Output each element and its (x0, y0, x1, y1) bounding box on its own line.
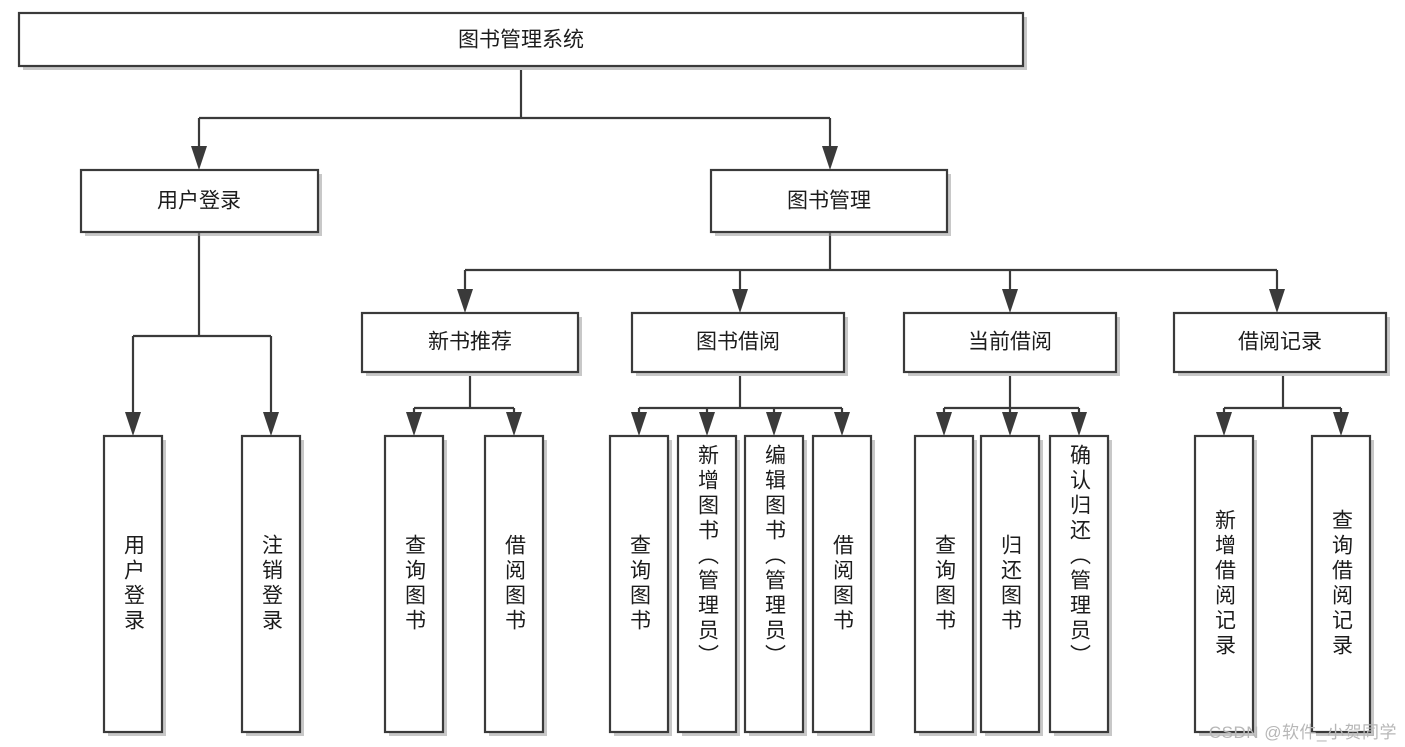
borrow-record-label: 借阅记录 (1238, 331, 1322, 354)
arrow-head-current-borrow (1002, 289, 1018, 313)
arrow-head-leaf-borrow-add-book (699, 412, 715, 436)
leaf-borrow-query-book-label: 查询图书 (627, 534, 651, 634)
arrow-head-leaf-rec-borrow-book (506, 412, 522, 436)
leaf-user-login-box[interactable] (102, 434, 164, 734)
book-manage-label: 图书管理 (787, 190, 871, 213)
user-login-box (79, 168, 320, 234)
book-manage-box (709, 168, 949, 234)
arrow-head-leaf-user-login (125, 412, 141, 436)
arrow-head-book-borrow (732, 289, 748, 313)
arrow-head-leaf-cur-confirm-return (1071, 412, 1087, 436)
leaf-borrow-query-book-box[interactable] (608, 434, 670, 734)
leaf-borrow-edit-book-box[interactable] (743, 434, 805, 734)
arrow-head-leaf-borrow-query-book (631, 412, 647, 436)
node-user-login[interactable]: 用户登录 (79, 168, 322, 236)
node-book-manage[interactable]: 图书管理 (709, 168, 951, 236)
current-borrow-box (902, 311, 1118, 374)
arrow-head-leaf-rec-add-record (1216, 412, 1232, 436)
arrow-head-borrow-record (1269, 289, 1285, 313)
leaf-borrow-edit-book-label: 编辑图书（管理员） (762, 444, 786, 669)
arrow-head-book-manage (822, 146, 838, 170)
leaf-boxes (102, 434, 1374, 736)
node-root[interactable]: 图书管理系统 (17, 11, 1027, 70)
arrow-head-leaf-rec-query-record (1333, 412, 1349, 436)
leaf-user-logout-box[interactable] (240, 434, 302, 734)
leaf-borrow-borrow-book-box[interactable] (811, 434, 873, 734)
leaf-cur-return-book-label: 归还图书 (998, 534, 1022, 634)
book-borrow-label: 图书借阅 (696, 331, 780, 354)
node-borrow-record[interactable]: 借阅记录 (1172, 311, 1390, 376)
leaf-borrow-add-book-box[interactable] (676, 434, 738, 734)
arrow-head-leaf-rec-query-book (406, 412, 422, 436)
leaf-rec-add-record-box[interactable] (1193, 434, 1255, 734)
connectors (125, 70, 1349, 436)
leaf-rec-add-record-label: 新增借阅记录 (1212, 509, 1236, 659)
leaf-borrow-borrow-book-label: 借阅图书 (830, 534, 854, 634)
arrow-head-user-login (191, 146, 207, 170)
current-borrow-label: 当前借阅 (968, 331, 1052, 354)
arrow-head-leaf-user-logout (263, 412, 279, 436)
leaf-rec-query-record-box[interactable] (1310, 434, 1372, 734)
arrow-head-leaf-cur-query-book (936, 412, 952, 436)
csdn-watermark: CSDN @软件_小贺同学 (1208, 723, 1397, 742)
leaf-user-logout-label: 注销登录 (259, 534, 283, 634)
leaf-cur-confirm-return-label: 确认归还（管理员） (1067, 444, 1091, 669)
leaf-cur-query-book-label: 查询图书 (932, 534, 956, 634)
leaf-cur-query-book-box[interactable] (913, 434, 975, 734)
leaf-cur-confirm-return-box[interactable] (1048, 434, 1110, 734)
node-new-book-rec[interactable]: 新书推荐 (360, 311, 582, 376)
arrow-head-leaf-borrow-edit-book (766, 412, 782, 436)
leaf-rec-query-book-label: 查询图书 (402, 534, 426, 634)
leaf-rec-query-book-box[interactable] (383, 434, 445, 734)
new-book-rec-label: 新书推荐 (428, 331, 512, 354)
arrow-head-leaf-cur-return-book (1002, 412, 1018, 436)
leaf-rec-borrow-book-label: 借阅图书 (502, 534, 526, 634)
node-current-borrow[interactable]: 当前借阅 (902, 311, 1120, 376)
root-label: 图书管理系统 (458, 29, 584, 52)
leaf-borrow-add-book-label: 新增图书（管理员） (695, 444, 719, 669)
new-book-rec-box (360, 311, 580, 374)
root-box (17, 11, 1025, 68)
leaf-user-login-label: 用户登录 (121, 534, 145, 634)
arrow-head-new-book-rec (457, 289, 473, 313)
borrow-record-box (1172, 311, 1388, 374)
node-book-borrow[interactable]: 图书借阅 (630, 311, 848, 376)
user-login-label: 用户登录 (157, 190, 241, 213)
book-borrow-box (630, 311, 846, 374)
leaf-rec-borrow-book-box[interactable] (483, 434, 545, 734)
arrow-head-leaf-borrow-borrow-book (834, 412, 850, 436)
leaf-cur-return-book-box[interactable] (979, 434, 1041, 734)
leaf-rec-query-record-label: 查询借阅记录 (1329, 509, 1353, 659)
